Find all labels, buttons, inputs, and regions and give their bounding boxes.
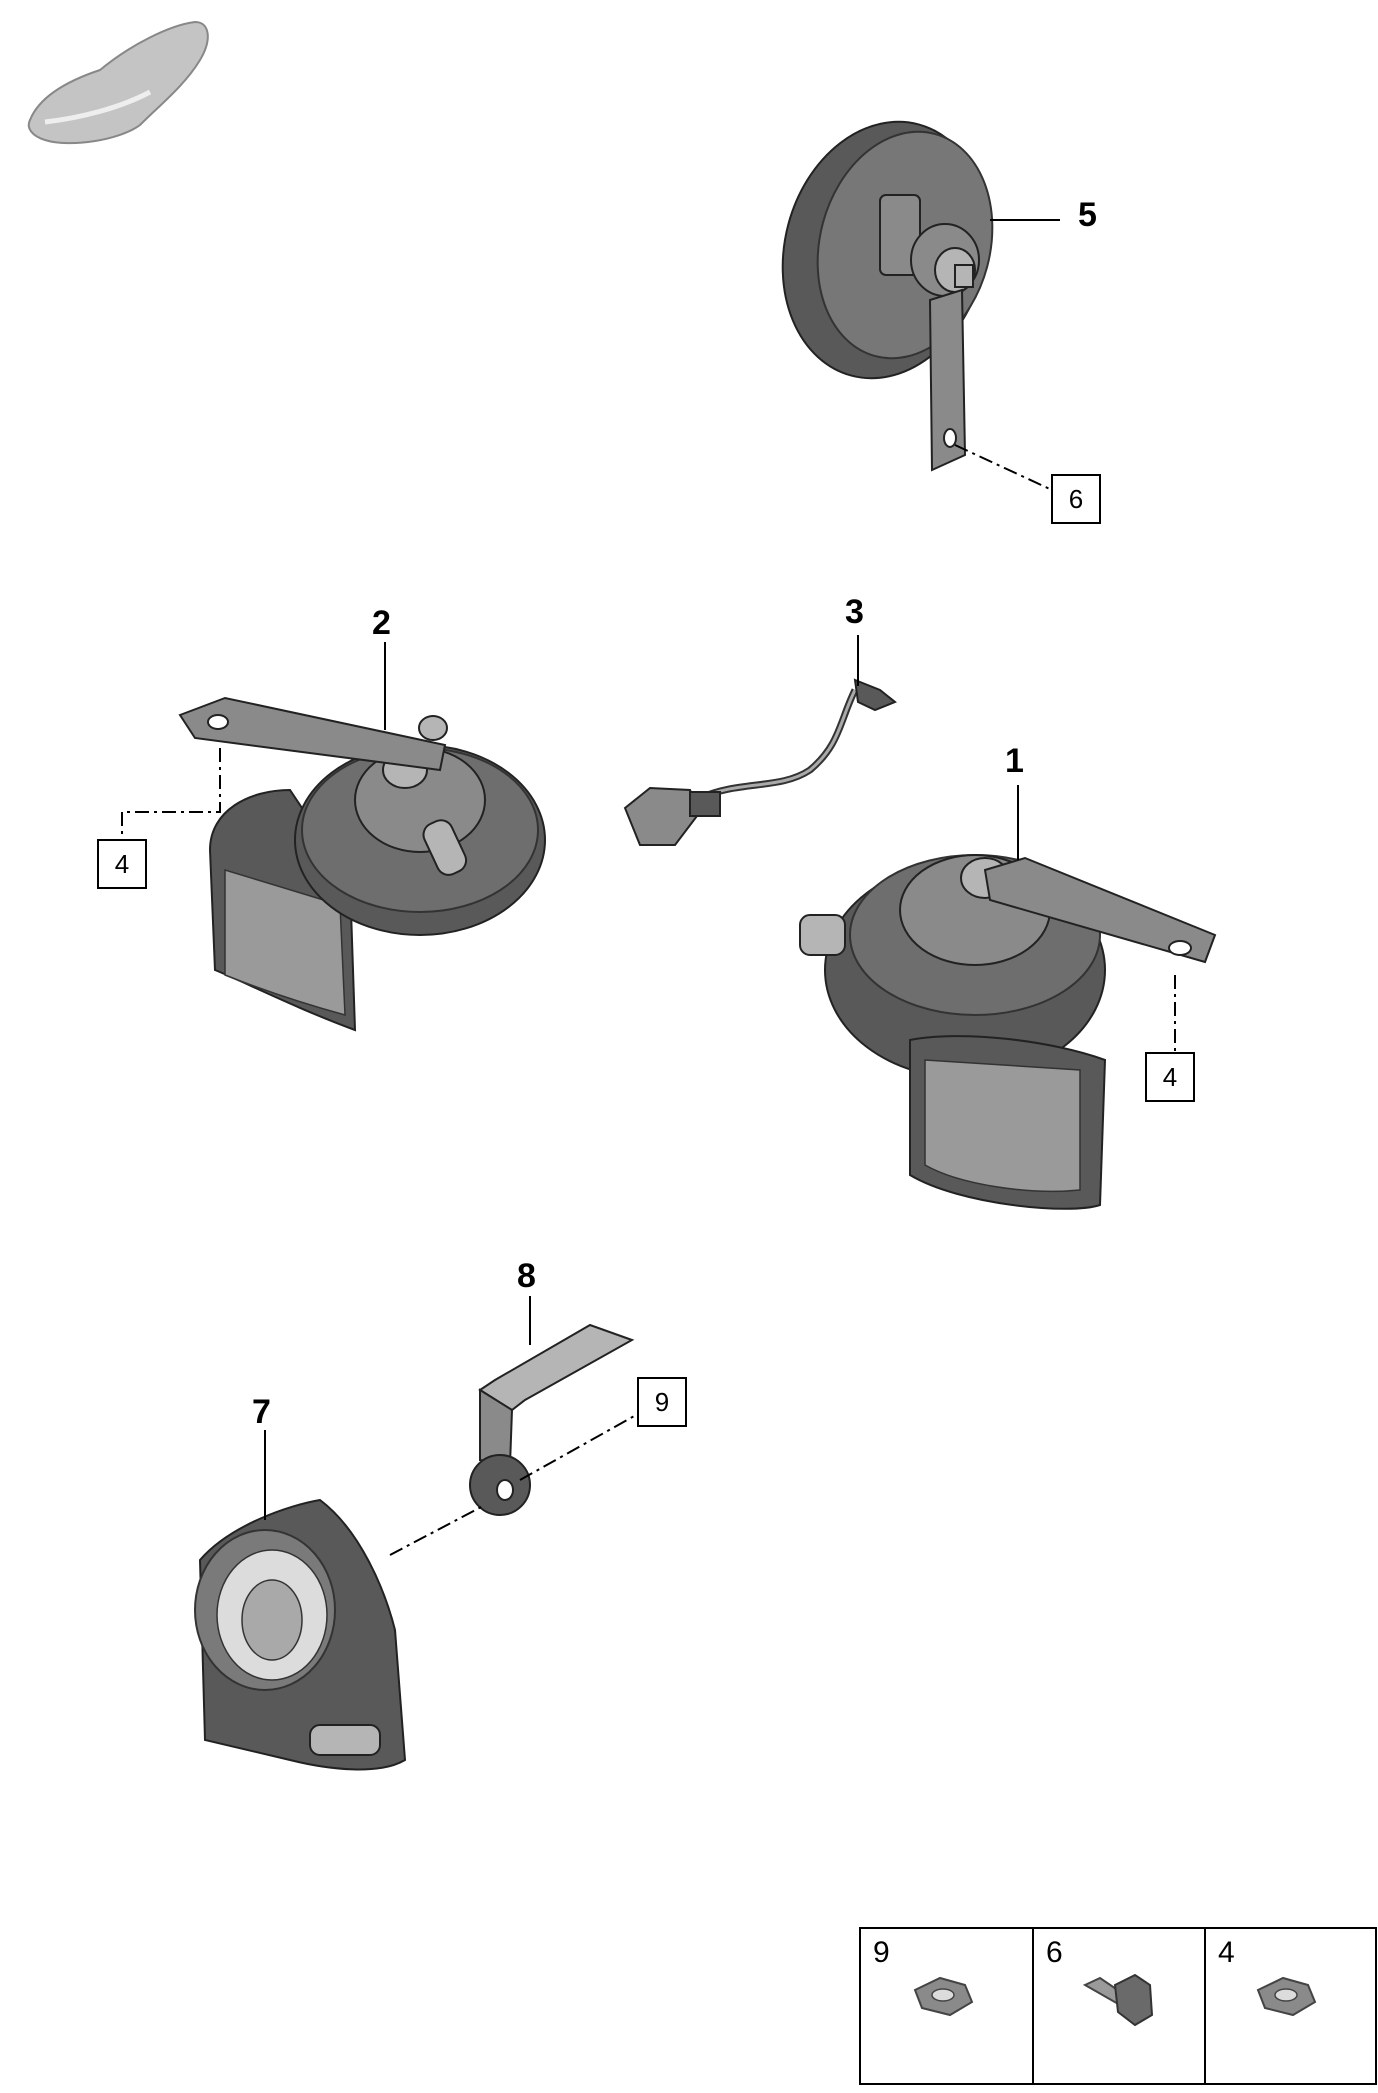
horn-part-1[interactable]: [799, 854, 1217, 1210]
horn-part-2[interactable]: [178, 696, 546, 1032]
dash-line-4-left: [121, 748, 221, 842]
hex-nut-icon: [1256, 1976, 1317, 2017]
boxed-ref-4-right: 4: [1145, 1052, 1195, 1102]
dash-line-7: [389, 1504, 486, 1556]
legend-cell-6[interactable]: 6: [1046, 1936, 1154, 2027]
callout-7: 7: [252, 1393, 271, 1431]
svg-text:4: 4: [1218, 1936, 1235, 1969]
hex-nut-icon: [913, 1976, 974, 2017]
boxed-ref-9: 9: [637, 1377, 687, 1427]
horn-part-7[interactable]: [194, 1498, 407, 1771]
wire-harness-part-3[interactable]: [623, 678, 897, 846]
callout-2: 2: [372, 604, 391, 642]
svg-text:6: 6: [1046, 1936, 1063, 1969]
callout-3: 3: [845, 593, 864, 631]
svg-text:6: 6: [1069, 484, 1083, 514]
svg-text:4: 4: [115, 849, 129, 879]
legend-table: 9 6 4: [859, 1927, 1377, 2085]
boxed-ref-4-left: 4: [97, 839, 147, 889]
hex-bolt-icon: [1082, 1973, 1154, 2027]
boxed-ref-6: 6: [1051, 474, 1101, 524]
callout-1: 1: [1005, 742, 1024, 780]
legend-cell-4[interactable]: 4: [1218, 1936, 1317, 2017]
svg-text:4: 4: [1163, 1062, 1177, 1092]
legend-cell-9[interactable]: 9: [873, 1936, 974, 2017]
callout-5: 5: [1078, 196, 1097, 234]
dash-line-6: [954, 444, 1053, 491]
bracket-part-8[interactable]: [469, 1323, 635, 1516]
svg-text:9: 9: [873, 1936, 890, 1969]
horn-part-5[interactable]: [755, 99, 1017, 472]
svg-text:9: 9: [655, 1387, 669, 1417]
dash-line-9: [519, 1414, 637, 1481]
car-silhouette-icon: [27, 20, 209, 145]
callout-8: 8: [517, 1257, 536, 1295]
